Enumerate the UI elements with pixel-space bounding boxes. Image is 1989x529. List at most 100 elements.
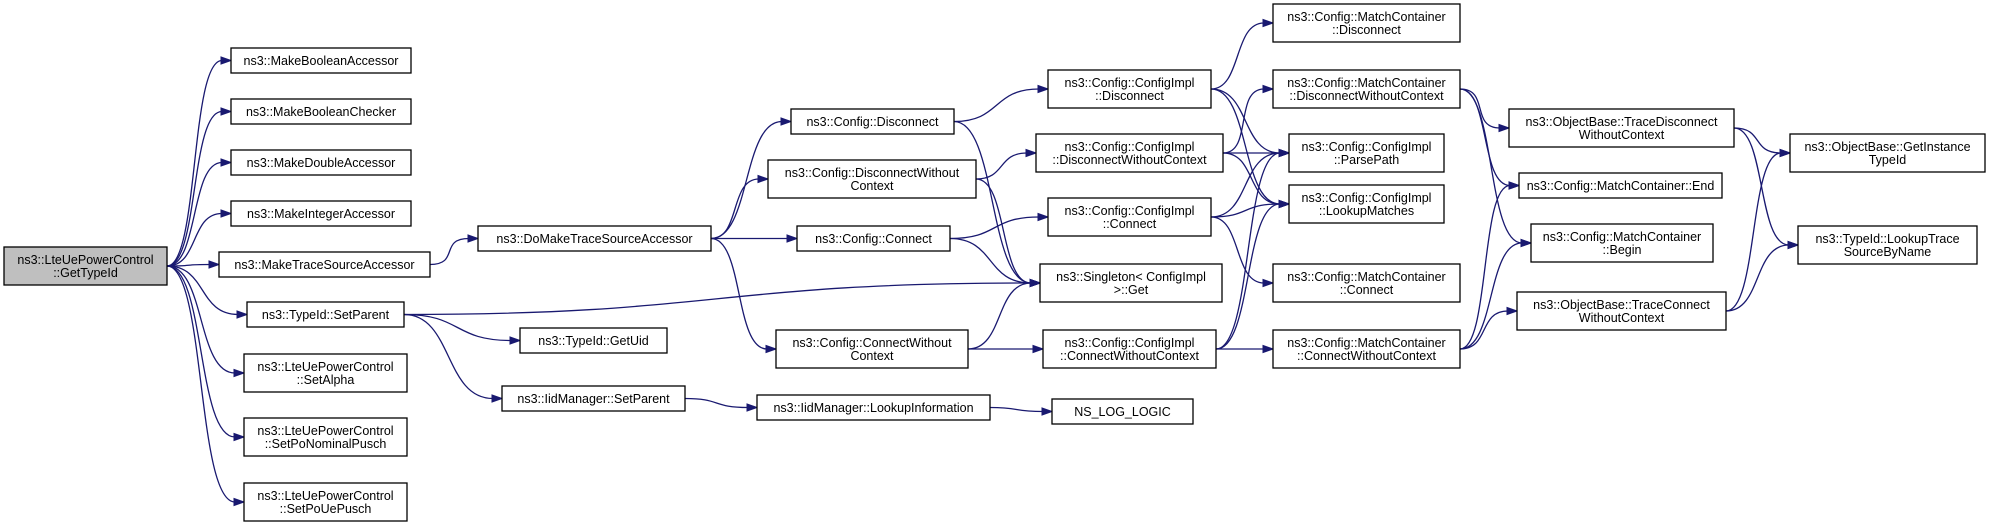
node-label: ns3::Config::MatchContainer	[1287, 76, 1445, 90]
edge-cicwc-to-cilm	[1215, 199, 1291, 350]
graph-node-mccwc[interactable]: ns3::Config::MatchContainer::ConnectWith…	[1272, 329, 1461, 369]
node-label: ns3::Config::MatchContainer::End	[1527, 179, 1715, 193]
graph-node-mccon[interactable]: ns3::Config::MatchContainer::Connect	[1272, 263, 1461, 303]
node-label: ::ConnectWithoutContext	[1060, 349, 1199, 363]
graph-node-mbc[interactable]: ns3::MakeBooleanChecker	[230, 98, 412, 125]
graph-node-mtsa[interactable]: ns3::MakeTraceSourceAccessor	[218, 251, 431, 278]
edge-cicwc-to-cipp	[1215, 148, 1291, 350]
edge-line	[1210, 22, 1265, 90]
graph-node-guid[interactable]: ns3::TypeId::GetUid	[519, 327, 668, 354]
graph-node-dmtsa[interactable]: ns3::DoMakeTraceSourceAccessor	[477, 225, 712, 252]
graph-node-iidsp[interactable]: ns3::IidManager::SetParent	[501, 385, 686, 412]
node-box	[243, 353, 408, 393]
arrowhead-icon	[1508, 181, 1521, 190]
edge-line	[1210, 216, 1265, 284]
node-label: ns3::ObjectBase::TraceConnect	[1533, 298, 1710, 312]
graph-node-mda[interactable]: ns3::MakeDoubleAccessor	[230, 149, 412, 176]
node-label: ns3::Config::MatchContainer	[1287, 270, 1445, 284]
node-label: WithoutContext	[1579, 128, 1665, 142]
node-box	[1508, 108, 1735, 148]
node-box	[756, 394, 991, 421]
node-label: ns3::Config::ConfigImpl	[1065, 140, 1195, 154]
edge-root-to-mbc	[166, 107, 233, 267]
edge-line	[1222, 88, 1265, 154]
graph-node-ccon[interactable]: ns3::Config::Connect	[796, 225, 951, 252]
graph-node-obtc[interactable]: ns3::ObjectBase::TraceConnectWithoutCont…	[1516, 291, 1727, 331]
edge-line	[403, 313, 494, 400]
graph-node-cilm[interactable]: ns3::Config::ConfigImpl::LookupMatches	[1288, 184, 1445, 224]
node-box	[1051, 398, 1194, 425]
graph-node-root[interactable]: ns3::LteUePowerControl::GetTypeId	[3, 246, 168, 286]
node-box	[1039, 263, 1223, 303]
node-label: ::ParsePath	[1334, 153, 1399, 167]
node-box	[1035, 133, 1224, 173]
arrowhead-icon	[1037, 84, 1050, 94]
graph-node-cidis[interactable]: ns3::Config::ConfigImpl::Disconnect	[1047, 69, 1212, 109]
node-label: >::Get	[1114, 283, 1149, 297]
arrowhead-icon	[1498, 123, 1511, 133]
node-box	[519, 327, 668, 354]
node-label: ::DisconnectWithoutContext	[1289, 89, 1444, 103]
graph-node-mia[interactable]: ns3::MakeIntegerAccessor	[230, 200, 412, 227]
graph-node-cipp[interactable]: ns3::Config::ConfigImpl::ParsePath	[1288, 133, 1445, 173]
graph-node-tsp[interactable]: ns3::TypeId::SetParent	[246, 301, 405, 328]
graph-node-iidli[interactable]: ns3::IidManager::LookupInformation	[756, 394, 991, 421]
node-box	[501, 385, 686, 412]
node-label: ns3::LteUePowerControl	[17, 253, 153, 267]
edge-line	[1215, 152, 1281, 350]
edge-line	[1222, 152, 1281, 205]
node-box	[1288, 133, 1445, 173]
node-label: TypeId	[1869, 153, 1907, 167]
graph-node-nsll[interactable]: NS_LOG_LOGIC	[1051, 398, 1194, 425]
edge-line	[1725, 152, 1782, 312]
node-box	[1530, 223, 1714, 263]
node-label: ns3::Config::Disconnect	[806, 115, 939, 129]
graph-node-mba[interactable]: ns3::MakeBooleanAccessor	[230, 47, 412, 74]
graph-node-cicwc[interactable]: ns3::Config::ConfigImpl::ConnectWithoutC…	[1042, 329, 1217, 369]
node-box	[1047, 197, 1212, 237]
node-label: ns3::Config::MatchContainer	[1543, 230, 1701, 244]
edge-tsp-to-sget	[403, 278, 1042, 316]
edge-cdwc-to-cidwc	[975, 148, 1038, 180]
edge-line	[429, 237, 470, 266]
graph-node-spu[interactable]: ns3::LteUePowerControl::SetPoUePusch	[243, 482, 408, 522]
edge-line	[166, 265, 236, 374]
node-box	[1042, 329, 1217, 369]
node-label: ns3::MakeBooleanChecker	[246, 105, 396, 119]
edge-root-to-spu	[166, 265, 246, 507]
node-label: ns3::TypeId::LookupTrace	[1815, 232, 1959, 246]
graph-node-obtd[interactable]: ns3::ObjectBase::TraceDisconnectWithoutC…	[1508, 108, 1735, 148]
node-box	[230, 149, 412, 176]
graph-node-mcdis[interactable]: ns3::Config::MatchContainer::Disconnect	[1272, 3, 1461, 43]
arrowhead-icon	[1262, 344, 1275, 354]
graph-node-cdis[interactable]: ns3::Config::Disconnect	[790, 108, 955, 135]
graph-node-cdwc[interactable]: ns3::Config::DisconnectWithoutContext	[767, 159, 977, 199]
arrowhead-icon	[1032, 344, 1045, 354]
graph-node-ccwc[interactable]: ns3::Config::ConnectWithoutContext	[775, 329, 969, 369]
graph-node-cicon[interactable]: ns3::Config::ConfigImpl::Connect	[1047, 197, 1212, 237]
edge-iidli-to-nsll	[989, 406, 1054, 416]
nodes-layer: ns3::LteUePowerControl::GetTypeId ns3::Ma…	[3, 3, 1986, 522]
node-box	[1047, 69, 1212, 109]
edge-root-to-mda	[166, 158, 233, 267]
graph-node-mcbeg[interactable]: ns3::Config::MatchContainer::Begin	[1530, 223, 1714, 263]
arrowhead-icon	[786, 234, 799, 243]
graph-node-spn[interactable]: ns3::LteUePowerControl::SetPoNominalPusc…	[243, 417, 408, 457]
edge-ccwc-to-cicwc	[968, 344, 1045, 354]
node-label: ::Disconnect	[1095, 89, 1164, 103]
graph-node-sget[interactable]: ns3::Singleton< ConfigImpl >::Get	[1039, 263, 1223, 303]
edge-line	[1210, 88, 1281, 205]
graph-node-mcdwc[interactable]: ns3::Config::MatchContainer::DisconnectW…	[1272, 69, 1461, 109]
edge-dmtsa-to-cdwc	[710, 174, 770, 240]
edge-line	[1725, 244, 1790, 312]
arrowhead-icon	[233, 368, 246, 378]
edge-obtc-to-tlts	[1725, 240, 1800, 312]
node-box	[790, 108, 955, 135]
node-label: ns3::Config::MatchContainer	[1287, 10, 1445, 24]
node-label: ns3::DoMakeTraceSourceAccessor	[496, 232, 692, 246]
graph-node-sal[interactable]: ns3::LteUePowerControl::SetAlpha	[243, 353, 408, 393]
graph-node-cidwc[interactable]: ns3::Config::ConfigImpl::DisconnectWitho…	[1035, 133, 1224, 173]
graph-node-mcend[interactable]: ns3::Config::MatchContainer::End	[1518, 172, 1723, 199]
